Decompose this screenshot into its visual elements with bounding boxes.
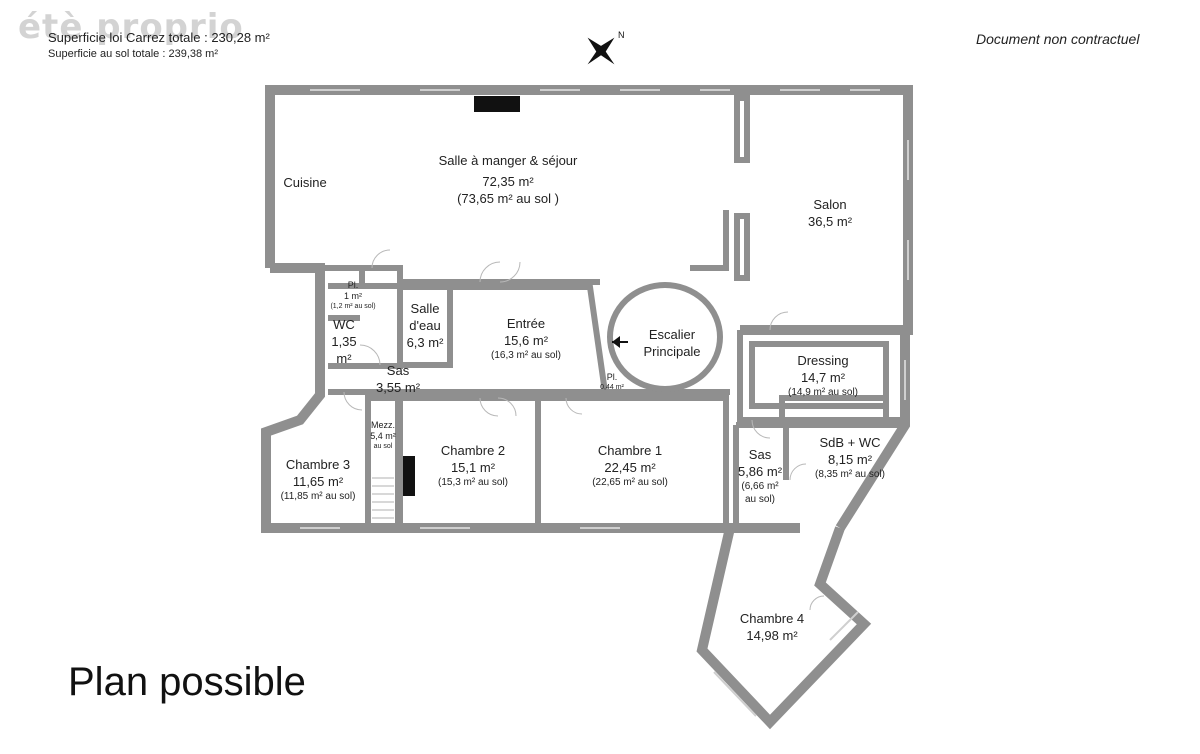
room-name-line2: d'eau — [409, 318, 441, 333]
room-area: 72,35 m² — [482, 174, 534, 189]
room-floor-area: (14,9 m² au sol) — [787, 387, 859, 398]
room-area: 15,1 m² — [450, 460, 496, 475]
room-salle-eau: Salle d'eau 6,3 m² — [407, 300, 444, 351]
room-area: 36,5 m² — [807, 214, 853, 229]
room-name: Cuisine — [283, 175, 327, 190]
room-name: Pl. — [606, 372, 618, 382]
plan-title: Plan possible — [68, 660, 306, 704]
room-name: Sas — [386, 363, 410, 378]
room-sejour: Salle à manger & séjour 72,35 m² (73,65 … — [439, 152, 578, 207]
room-name: Chambre 2 — [440, 443, 506, 458]
room-name: Escalier — [648, 327, 696, 342]
room-floor-area: (73,65 m² au sol ) — [457, 191, 559, 206]
watermark-logo: étè proprio — [18, 10, 244, 44]
carrez-total: Superficie loi Carrez totale : 230,28 m² — [48, 30, 270, 45]
watermark-text: étè proprio — [18, 7, 244, 47]
floor-value: 239,38 m² — [168, 48, 218, 60]
carrez-label: Superficie loi Carrez totale : — [48, 30, 208, 45]
room-chambre-4: Chambre 4 14,98 m² — [740, 610, 804, 644]
room-floor-area: (16,3 m² au sol) — [490, 350, 562, 361]
room-name: Salon — [813, 197, 847, 212]
room-salon: Salon 36,5 m² — [808, 196, 852, 230]
room-placard-2: Pl. 0,44 m² — [600, 372, 624, 392]
room-wc: WC 1,35 m² — [331, 316, 356, 367]
room-floor-area: (22,65 m² au sol) — [592, 477, 668, 488]
room-placard-1: Pl. 1 m² (1,2 m² au sol) — [330, 280, 375, 311]
room-area: 14,98 m² — [746, 628, 798, 643]
room-name: Dressing — [797, 353, 849, 368]
carrez-value: 230,28 m² — [211, 30, 270, 45]
room-name: Sas — [748, 447, 772, 462]
interior-walls — [270, 95, 905, 531]
room-name: Mezz. — [370, 420, 396, 430]
room-area: 3,55 m² — [375, 380, 421, 395]
room-name: Salle à manger & séjour — [438, 153, 578, 168]
compass-letter: N — [618, 30, 624, 40]
room-chambre-2: Chambre 2 15,1 m² (15,3 m² au sol) — [438, 442, 508, 489]
room-floor-area: (11,85 m² au sol) — [280, 491, 356, 502]
room-sas-2: Sas 5,86 m² (6,66 m² au sol) — [738, 446, 782, 506]
room-name: SdB + WC — [819, 435, 881, 450]
room-chambre-3: Chambre 3 11,65 m² (11,85 m² au sol) — [281, 456, 356, 503]
room-mezzanine: Mezz. 5,4 m² au sol — [370, 420, 396, 451]
room-sas-1: Sas 3,55 m² — [376, 362, 420, 396]
staircase-main — [607, 282, 723, 392]
room-name: Chambre 4 — [739, 611, 805, 626]
room-name: Chambre 1 — [597, 443, 663, 458]
room-area: 8,15 m² — [827, 452, 873, 467]
room-area: 1 m² — [344, 291, 362, 301]
room-name-line2: Principale — [643, 344, 701, 359]
room-floor-area: (6,66 m² — [741, 481, 779, 492]
room-area-unit: m² — [336, 351, 352, 366]
room-area: 11,65 m² — [292, 474, 344, 489]
room-floor-area: (15,3 m² au sol) — [437, 477, 509, 488]
floor-label: Superficie au sol totale : — [48, 48, 166, 60]
room-area: 0,44 m² — [600, 384, 624, 391]
fireplaces — [403, 96, 520, 496]
floor-total: Superficie au sol totale : 239,38 m² — [48, 48, 218, 60]
room-entree: Entrée 15,6 m² (16,3 m² au sol) — [491, 315, 561, 362]
room-area: 5,86 m² — [737, 464, 783, 479]
room-cuisine: Cuisine — [283, 174, 326, 191]
room-area: 14,7 m² — [800, 370, 846, 385]
door-swings — [343, 249, 825, 611]
room-area: 1,35 — [331, 334, 357, 349]
room-name: Chambre 3 — [285, 457, 351, 472]
room-floor-area: (8,35 m² au sol) — [814, 469, 886, 480]
room-floor-area: (1,2 m² au sol) — [330, 303, 376, 310]
room-name: Pl. — [347, 280, 359, 290]
room-floor-area: au sol — [373, 443, 393, 450]
windows — [300, 89, 909, 717]
room-area: 6,3 m² — [406, 335, 444, 350]
room-chambre-1: Chambre 1 22,45 m² (22,65 m² au sol) — [592, 442, 668, 489]
room-sdb-wc: SdB + WC 8,15 m² (8,35 m² au sol) — [815, 434, 885, 481]
disclaimer-note: Document non contractuel — [976, 31, 1140, 47]
compass-icon: N — [587, 30, 624, 65]
room-area: 15,6 m² — [503, 333, 549, 348]
room-name: Entrée — [506, 316, 546, 331]
room-floor-area-line2: au sol) — [744, 494, 776, 505]
room-area: 22,45 m² — [604, 460, 656, 475]
room-escalier: Escalier Principale — [643, 326, 700, 360]
room-name: Salle — [410, 301, 440, 316]
room-area: 5,4 m² — [370, 431, 396, 441]
mezzanine-stairs — [372, 477, 394, 519]
room-name: WC — [333, 317, 355, 332]
room-dressing: Dressing 14,7 m² (14,9 m² au sol) — [788, 352, 858, 399]
